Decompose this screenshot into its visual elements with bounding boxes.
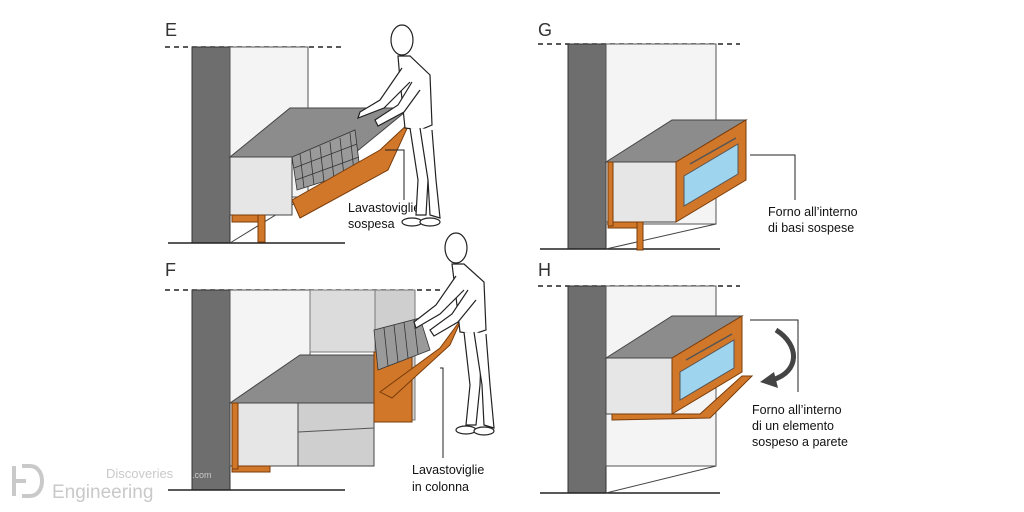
brand-logo-icon xyxy=(12,464,44,498)
wall-section xyxy=(191,46,231,244)
cabinet-front xyxy=(229,402,299,467)
caption-g-line1: Forno all’interno xyxy=(768,205,858,219)
arrow-head-icon xyxy=(760,372,778,388)
caption-leader xyxy=(385,149,405,200)
drawer-line xyxy=(297,427,375,433)
dishwasher-door xyxy=(379,317,463,399)
cabinet-bracket xyxy=(231,465,271,473)
tall-column-upper xyxy=(309,289,376,353)
cabinet-front xyxy=(605,357,673,415)
caption-h-line1: Forno all’interno xyxy=(752,403,842,417)
caption-f-line1: Lavastoviglie xyxy=(412,463,484,477)
panel-g: G Forno all’interno di basi sospese xyxy=(538,20,858,251)
oven-handle xyxy=(685,333,733,361)
caption-leader xyxy=(750,319,799,392)
wall-section xyxy=(567,43,607,250)
mannequin-figure xyxy=(357,24,441,227)
panel-h: H Forno all’interno di un elemento sospe… xyxy=(538,260,848,494)
fold-down-shelf xyxy=(611,375,754,421)
panel-h-letter: H xyxy=(538,260,551,280)
panel-e: E Lavastoviglie sospesa xyxy=(165,20,441,244)
caption-leader xyxy=(440,367,444,458)
caption-e-line2: sospesa xyxy=(348,217,395,231)
panel-e-letter: E xyxy=(165,20,177,40)
caption-h-line3: sospeso a parete xyxy=(752,435,848,449)
cabinet-front xyxy=(605,161,677,223)
oven-handle xyxy=(689,137,737,165)
floor-perspective xyxy=(605,223,717,250)
watermark-brand-suffix: .com xyxy=(192,470,212,480)
caption-h-line2: di un elemento xyxy=(752,419,834,433)
panel-g-letter: G xyxy=(538,20,552,40)
watermark: Discoveries .com Engineering xyxy=(12,464,212,503)
watermark-brand-bottom: Engineering xyxy=(52,482,153,503)
rotation-arrow-icon xyxy=(771,327,796,383)
column-lower xyxy=(297,402,375,467)
bracket-leg xyxy=(636,221,644,251)
caption-f-line2: in colonna xyxy=(412,480,469,494)
panel-f-letter: F xyxy=(165,260,176,280)
watermark-brand-top: Discoveries xyxy=(106,466,174,481)
mannequin-figure xyxy=(413,232,495,436)
wall-section xyxy=(567,285,607,494)
bracket-upright xyxy=(607,161,614,227)
caption-leader xyxy=(750,154,796,200)
bracket-leg xyxy=(257,214,266,243)
oven-window xyxy=(679,339,735,401)
bracket-upright xyxy=(231,402,239,470)
floor-perspective xyxy=(605,465,717,494)
dishwasher-door xyxy=(291,121,411,219)
wall-section xyxy=(191,289,231,491)
panel-f: F Lavastoviglie in colonna xyxy=(165,232,495,494)
caption-e-line1: Lavastoviglie xyxy=(348,201,420,215)
cabinet-front xyxy=(229,156,293,216)
caption-g-line2: di basi sospese xyxy=(768,221,854,235)
oven-window xyxy=(683,143,739,207)
